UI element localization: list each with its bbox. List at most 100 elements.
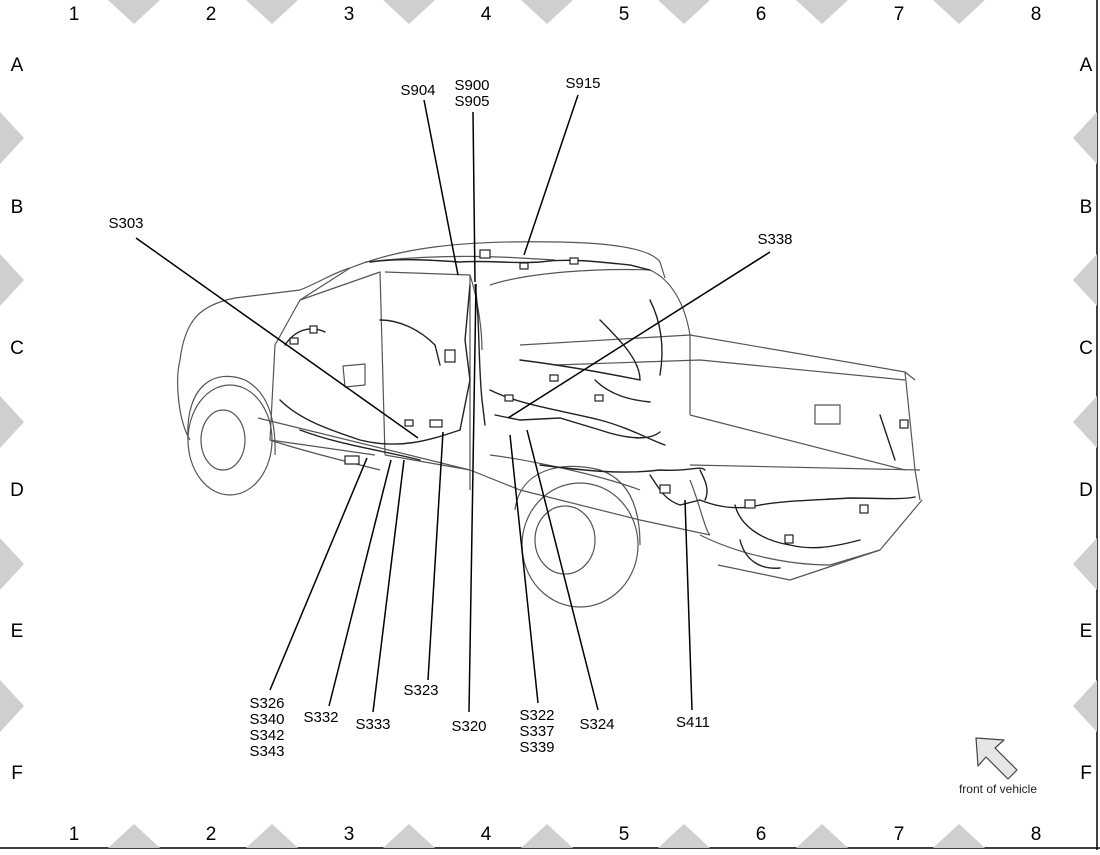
grid-marker bbox=[658, 0, 710, 24]
harness-connectors bbox=[289, 249, 909, 544]
connector bbox=[549, 374, 559, 382]
grid-marker bbox=[933, 0, 985, 24]
callout-s320: S320 bbox=[451, 718, 486, 735]
column-label-top: 7 bbox=[894, 4, 905, 25]
row-label-left: D bbox=[10, 480, 24, 501]
leader-s303 bbox=[135, 237, 419, 439]
connector bbox=[859, 504, 869, 514]
column-label-top: 4 bbox=[481, 4, 492, 25]
row-label-left: B bbox=[11, 197, 24, 218]
leader-s915 bbox=[523, 94, 579, 256]
grid-marker bbox=[108, 824, 160, 848]
grid-marker bbox=[0, 254, 24, 306]
connector bbox=[344, 455, 360, 465]
callout-s323: S323 bbox=[403, 682, 438, 699]
callout-s333: S333 bbox=[355, 716, 390, 733]
leader-s333 bbox=[372, 459, 405, 713]
callout-s322: S322 bbox=[519, 707, 554, 724]
column-label-bottom: 7 bbox=[894, 824, 905, 845]
callout-s343: S343 bbox=[249, 743, 284, 760]
grid-marker bbox=[1073, 396, 1097, 448]
column-label-bottom: 8 bbox=[1031, 824, 1042, 845]
column-labels: 1 2 3 4 5 6 7 8 1 2 3 4 5 6 7 8 bbox=[69, 4, 1042, 845]
connector bbox=[309, 325, 318, 334]
row-label-right: E bbox=[1080, 621, 1093, 642]
grid-marker bbox=[521, 0, 573, 24]
leader-s326 bbox=[269, 457, 368, 691]
connector bbox=[479, 249, 491, 259]
leader-s411 bbox=[684, 499, 693, 711]
callout-s332: S332 bbox=[303, 709, 338, 726]
callout-labels: S904 S900 S905 S915 S303 S338 S326 S340 … bbox=[108, 75, 792, 760]
row-label-right: F bbox=[1080, 763, 1092, 784]
callout-s915: S915 bbox=[565, 75, 600, 92]
connector bbox=[504, 394, 514, 402]
grid-marker bbox=[0, 680, 24, 732]
leader-s332 bbox=[328, 459, 392, 707]
grid-marker bbox=[383, 824, 435, 848]
row-label-left: A bbox=[11, 55, 24, 76]
column-label-bottom: 3 bbox=[344, 824, 355, 845]
grid-marker bbox=[933, 824, 985, 848]
connector bbox=[429, 419, 443, 428]
leader-s338 bbox=[507, 251, 771, 419]
column-label-top: 2 bbox=[206, 4, 217, 25]
pickup-truck-outline bbox=[177, 241, 923, 608]
callout-s904: S904 bbox=[400, 82, 435, 99]
column-label-top: 3 bbox=[344, 4, 355, 25]
callout-s340: S340 bbox=[249, 711, 284, 728]
column-label-top: 6 bbox=[756, 4, 767, 25]
grid-marker bbox=[246, 824, 298, 848]
grid-marker bbox=[1073, 112, 1097, 164]
callout-s338: S338 bbox=[757, 231, 792, 248]
door-handle bbox=[342, 363, 366, 388]
front-of-vehicle-indicator: front of vehicle bbox=[959, 737, 1037, 796]
leader-lines bbox=[135, 94, 771, 713]
connector bbox=[404, 419, 414, 427]
grid-marker bbox=[658, 824, 710, 848]
connector bbox=[519, 262, 529, 270]
callout-s337: S337 bbox=[519, 723, 554, 740]
row-label-left: C bbox=[10, 338, 24, 359]
callout-s324: S324 bbox=[579, 716, 614, 733]
grid-marker bbox=[383, 0, 435, 24]
connector bbox=[569, 257, 579, 265]
column-label-top: 5 bbox=[619, 4, 630, 25]
grid-marker bbox=[1073, 254, 1097, 306]
column-label-top: 1 bbox=[69, 4, 80, 25]
callout-s342: S342 bbox=[249, 727, 284, 744]
callout-s905: S905 bbox=[454, 93, 489, 110]
row-labels: A B C D E F A B C D E F bbox=[10, 55, 1093, 784]
wiring-harness bbox=[279, 258, 916, 569]
row-label-left: E bbox=[11, 621, 24, 642]
column-label-top: 8 bbox=[1031, 4, 1042, 25]
leader-s322 bbox=[509, 434, 539, 704]
leader-s324 bbox=[526, 429, 599, 711]
grid-marker bbox=[796, 824, 848, 848]
callout-s411: S411 bbox=[676, 714, 710, 731]
grid-marker bbox=[1073, 680, 1097, 732]
grid-marker bbox=[796, 0, 848, 24]
column-label-bottom: 5 bbox=[619, 824, 630, 845]
grid-marker bbox=[246, 0, 298, 24]
connector bbox=[289, 337, 299, 345]
connector bbox=[594, 394, 604, 402]
grid-marker bbox=[108, 0, 160, 24]
column-label-bottom: 6 bbox=[756, 824, 767, 845]
column-label-bottom: 2 bbox=[206, 824, 217, 845]
leader-s904 bbox=[423, 99, 459, 276]
bed-light bbox=[814, 404, 841, 425]
row-label-right: C bbox=[1079, 338, 1093, 359]
connector bbox=[659, 484, 671, 494]
arrow-up-left-icon bbox=[975, 737, 1018, 780]
callout-s303: S303 bbox=[108, 215, 143, 232]
connector bbox=[899, 419, 909, 429]
column-label-bottom: 1 bbox=[69, 824, 80, 845]
leader-s900-s905 bbox=[472, 111, 476, 283]
grid-marker bbox=[0, 538, 24, 590]
column-label-bottom: 4 bbox=[481, 824, 492, 845]
grid-marker bbox=[0, 112, 24, 164]
